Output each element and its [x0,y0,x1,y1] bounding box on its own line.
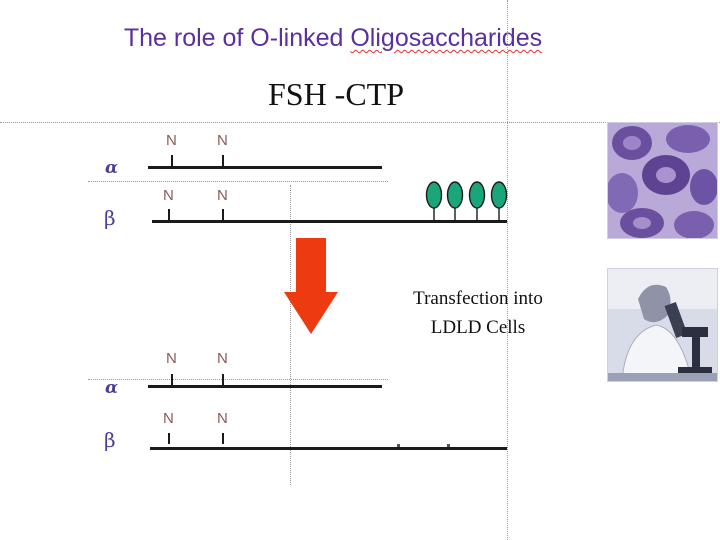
n-site-label: N [163,410,174,427]
o-glycan-group [425,181,508,220]
guide-line-alpha-bottom [88,379,388,380]
page-subtitle: FSH -CTP [267,76,405,112]
transfection-text: Transfection into LDLD Cells [378,284,578,342]
transfection-line1: Transfection into [413,288,543,309]
n-site-tick [222,433,224,444]
n-site-tick [222,155,224,166]
n-site-tick [222,374,224,385]
n-site-tick [222,209,224,220]
o-glycan [468,181,486,220]
beta-label-bottom: β [104,428,116,452]
n-site-label: N [217,132,228,149]
alpha-chain-top [148,166,382,169]
page-title: The role of O-linked Oligosaccharides [0,24,666,53]
n-site-label: N [217,187,228,204]
guide-line-top [0,122,720,123]
title-prefix: The role of O-linked [123,24,351,52]
lab-researcher-photo [607,268,718,382]
n-site-label: N [166,132,177,149]
cleaved-site-dot [397,444,400,447]
guide-line-center [290,185,291,485]
o-glycan [425,181,443,220]
guide-line-right [507,0,508,540]
cleaved-site-dot [447,444,450,447]
beta-label-top: β [104,206,116,230]
alpha-label-bottom: α [105,378,119,398]
down-arrow-icon [284,238,338,334]
n-site-label: N [163,187,174,204]
beta-chain-top [152,220,507,223]
n-site-label: N [217,350,228,367]
alpha-label-top: α [105,158,119,178]
o-glycan [490,181,508,220]
alpha-chain-bottom [148,385,382,388]
title-squiggly-word: Oligosaccharides [350,24,543,52]
n-site-tick [168,433,170,444]
n-site-tick [168,209,170,220]
n-site-label: N [217,410,228,427]
n-site-tick [171,374,173,385]
n-site-label: N [166,350,177,367]
beta-chain-bottom [150,447,507,450]
o-glycan [446,181,464,220]
transfection-line2: LDLD Cells [430,317,526,338]
guide-line-alpha-top [88,181,388,182]
cell-micrograph [606,122,718,239]
n-site-tick [171,155,173,166]
